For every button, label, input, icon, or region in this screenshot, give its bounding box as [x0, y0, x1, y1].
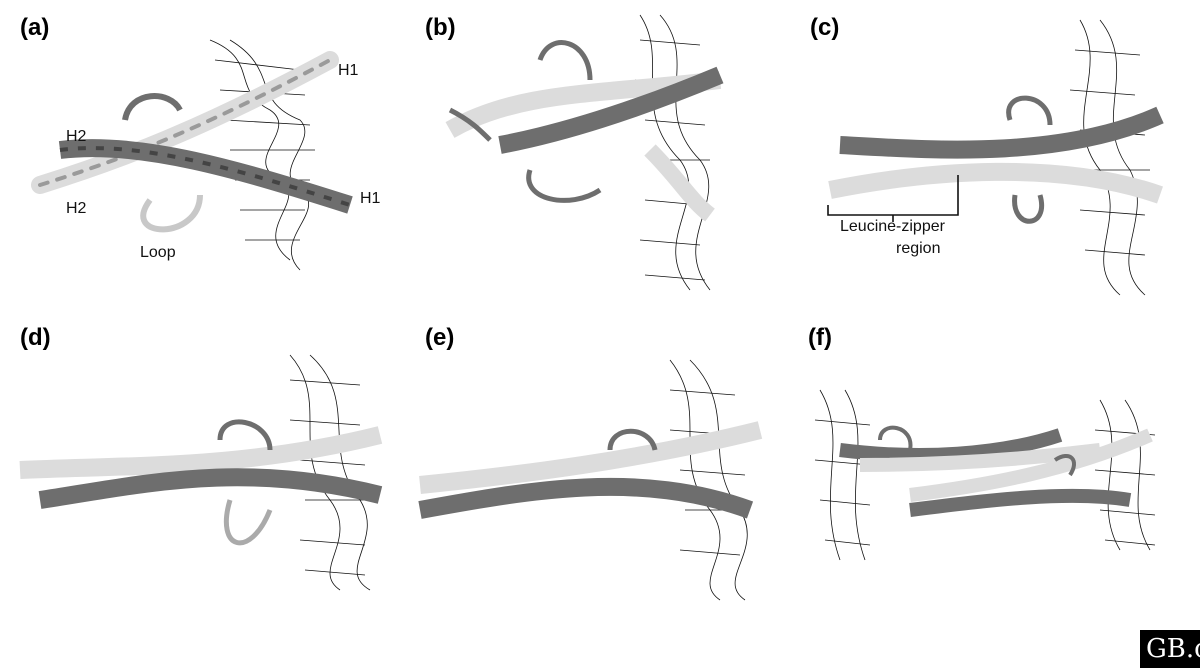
panel-e: (e)	[400, 310, 800, 620]
panel-b: (b)	[400, 0, 800, 310]
dna-strand-right	[1094, 399, 1156, 551]
panel-label: (e)	[425, 324, 455, 351]
dna-strand	[1069, 19, 1150, 296]
panel-label: (c)	[810, 14, 840, 41]
dna-strand	[669, 359, 748, 601]
helix-light	[828, 162, 1163, 204]
panel-f: (f)	[800, 310, 1200, 620]
panel-label: (a)	[20, 14, 50, 41]
helix-h1	[31, 51, 339, 194]
panel-d: (d)	[0, 310, 400, 620]
loop	[878, 425, 1076, 477]
helix-pair-bottom	[909, 428, 1153, 517]
annotation-h1-top: H1	[338, 62, 359, 79]
annotation-loop: Loop	[140, 244, 176, 261]
annotation-h1-bottom: H1	[360, 190, 381, 207]
panel-c-structure	[827, 19, 1164, 296]
loop	[1006, 95, 1053, 224]
helix-dark	[418, 477, 754, 519]
panel-c: (c) Leucine-zipper region	[800, 0, 1200, 310]
loop	[217, 419, 273, 546]
watermark-logo: GB.c	[1140, 630, 1200, 668]
loop	[448, 40, 602, 203]
panel-label: (d)	[20, 324, 51, 351]
annotation-h2-top: H2	[66, 128, 87, 145]
panel-label: (f)	[808, 324, 832, 351]
panel-a-structure	[31, 39, 353, 271]
panel-d-structure	[19, 354, 383, 591]
panel-label: (b)	[425, 14, 456, 41]
helix-pair-top	[839, 428, 1101, 472]
dna-strand-left	[814, 389, 871, 561]
panel-f-structure	[814, 389, 1156, 561]
panel-e-structure	[418, 359, 763, 601]
helix-light	[419, 421, 763, 494]
panel-b-structure	[445, 14, 724, 291]
loop	[122, 93, 203, 233]
annotation-h2-bottom: H2	[66, 200, 87, 217]
loop	[607, 428, 658, 451]
helix-light	[19, 426, 383, 479]
panel-a: (a) H1 H2 H2 H1 Loop	[0, 0, 400, 310]
annotation-region: region	[896, 240, 941, 257]
dna-strand	[634, 14, 711, 291]
helix-dark	[38, 468, 383, 509]
helix-h2	[58, 139, 353, 214]
dna-strand	[289, 354, 371, 591]
helix-dark	[498, 66, 724, 222]
annotation-leucine-zipper: Leucine-zipper	[840, 218, 945, 235]
helix-dark	[839, 106, 1164, 159]
